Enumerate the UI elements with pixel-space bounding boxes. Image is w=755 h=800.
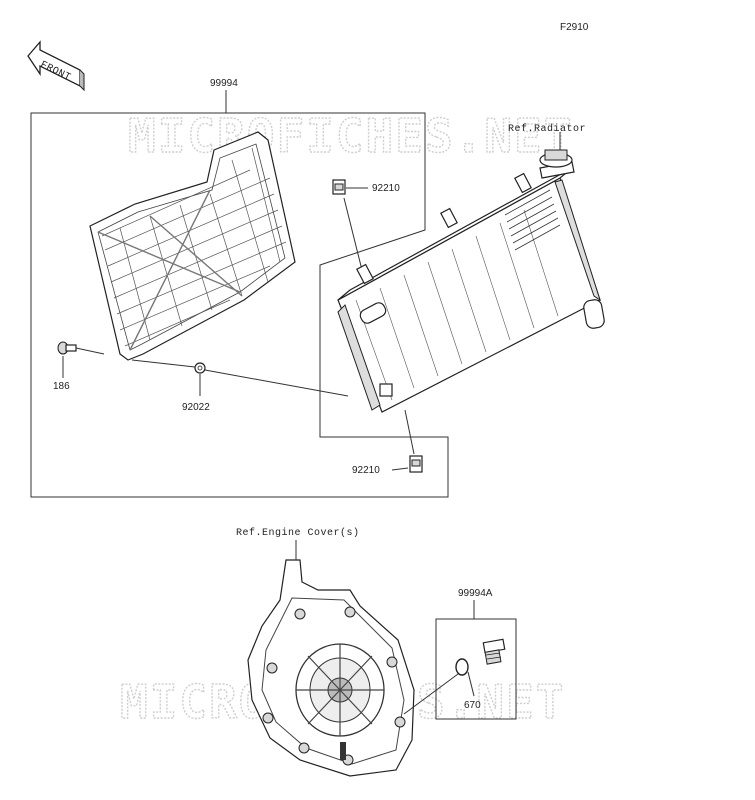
label-92022: 92022 — [182, 402, 210, 413]
label-186: 186 — [53, 381, 70, 392]
clip-92210-bottom — [409, 455, 423, 473]
radiator — [337, 149, 605, 413]
label-99994: 99994 — [210, 78, 238, 89]
figure-code: F2910 — [560, 22, 589, 33]
filler-plug — [482, 638, 506, 665]
watermark-top: MICROFICHES.NET — [128, 109, 573, 163]
engine-cover — [247, 559, 415, 777]
kit-99994-frame — [30, 112, 449, 498]
kit-99994a-frame — [435, 618, 517, 720]
label-92210-bottom: 92210 — [352, 465, 380, 476]
oring-670 — [455, 658, 469, 676]
clip-92210-top — [332, 179, 346, 195]
label-ref-radiator: Ref.Radiator — [508, 123, 586, 135]
label-99994a: 99994A — [458, 588, 493, 599]
front-arrow-icon: FRONT — [27, 40, 85, 92]
radiator-guard — [89, 131, 296, 361]
label-ref-engine-cover: Ref.Engine Cover(s) — [236, 527, 360, 539]
bolt-186 — [57, 341, 77, 355]
label-92210-top: 92210 — [372, 183, 400, 194]
label-670: 670 — [464, 700, 481, 711]
washer-92022 — [194, 362, 206, 374]
